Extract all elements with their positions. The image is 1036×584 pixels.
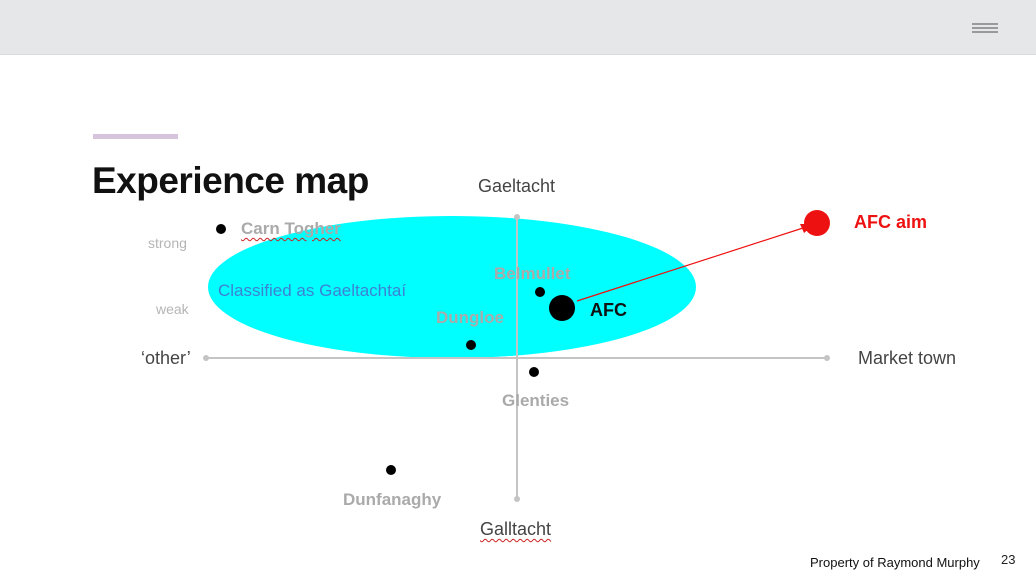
scale-label-strong: strong	[148, 235, 187, 251]
footer-copyright: Property of Raymond Murphy	[810, 555, 980, 570]
dungloe-dot	[466, 340, 476, 350]
axis-label-gaeltacht: Gaeltacht	[478, 176, 556, 196]
slide-title: Experience map	[92, 160, 369, 201]
axis-label-market-town: Market town	[858, 348, 957, 368]
glenties-dot	[529, 367, 539, 377]
axis-right-end	[824, 355, 830, 361]
afc-label: AFC	[590, 300, 627, 320]
afc-trajectory-arrow	[576, 227, 804, 302]
afc-aim-dot	[804, 210, 830, 236]
gaeltacht-region	[208, 216, 696, 358]
axis-left-end	[203, 355, 209, 361]
scale-label-weak: weak	[156, 301, 189, 317]
region-label: Classified as Gaeltachtaí	[218, 281, 407, 300]
place-label-carn-togher: Carn Togher	[241, 219, 341, 238]
dunfanaghy-dot	[386, 465, 396, 475]
place-label-belmullet: Belmullet	[494, 264, 571, 283]
page-number: 23	[1001, 552, 1016, 567]
belmullet-dot	[535, 287, 545, 297]
axis-bottom-end	[514, 496, 520, 502]
place-label-dungloe: Dungloe	[436, 308, 504, 327]
afc-dot	[549, 295, 575, 321]
place-label-dunfanaghy: Dunfanaghy	[343, 490, 442, 509]
axis-top-end	[514, 214, 520, 220]
title-accent-bar	[93, 134, 178, 139]
axis-label-galltacht: Galltacht	[480, 519, 552, 539]
carn-togher-dot	[216, 224, 226, 234]
place-label-glenties: Glenties	[502, 391, 570, 410]
afc-aim-label: AFC aim	[854, 212, 928, 232]
presentation-top-bar	[0, 0, 1036, 55]
axis-label-other: ‘other’	[141, 348, 191, 368]
hamburger-menu-icon[interactable]	[972, 20, 998, 34]
